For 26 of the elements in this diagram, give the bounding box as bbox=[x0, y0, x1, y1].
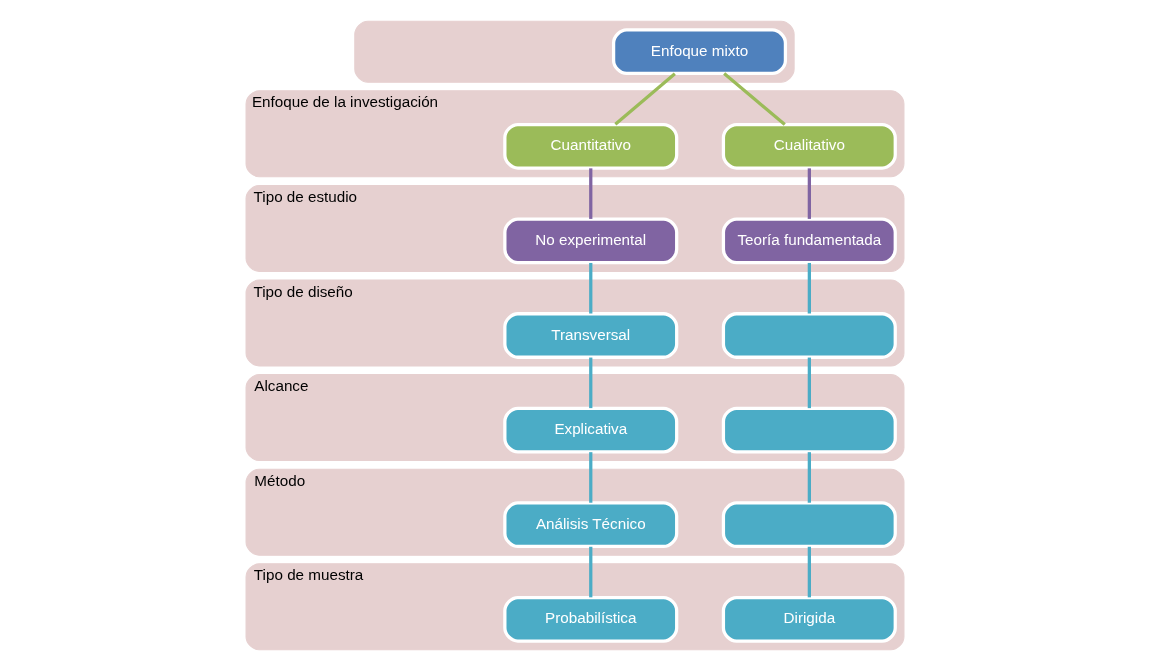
node-box: Probabilística bbox=[502, 595, 678, 643]
node-box: Cualitativo bbox=[721, 122, 897, 170]
connector bbox=[807, 168, 811, 219]
connector bbox=[807, 357, 811, 409]
node-box: No experimental bbox=[502, 217, 678, 265]
node-box: Análisis Técnico bbox=[502, 501, 678, 549]
connector bbox=[722, 72, 786, 126]
connector bbox=[807, 546, 811, 598]
connector bbox=[588, 357, 592, 409]
node-box: Enfoque mixto bbox=[611, 28, 787, 76]
connector bbox=[588, 262, 592, 314]
connector bbox=[588, 546, 592, 598]
node-box bbox=[721, 312, 897, 359]
connector bbox=[588, 452, 592, 503]
connector bbox=[613, 72, 676, 126]
node-box: Explicativa bbox=[502, 406, 678, 454]
node-box: Transversal bbox=[502, 312, 678, 359]
connector bbox=[807, 452, 811, 503]
cluster bbox=[353, 20, 795, 83]
node-box: Dirigida bbox=[721, 595, 897, 643]
node-box: Teoría fundamentada bbox=[721, 217, 897, 265]
connector bbox=[807, 262, 811, 314]
node-box bbox=[721, 406, 897, 454]
node-box bbox=[721, 501, 897, 549]
connector bbox=[588, 168, 592, 219]
node-box: Cuantitativo bbox=[502, 122, 678, 170]
